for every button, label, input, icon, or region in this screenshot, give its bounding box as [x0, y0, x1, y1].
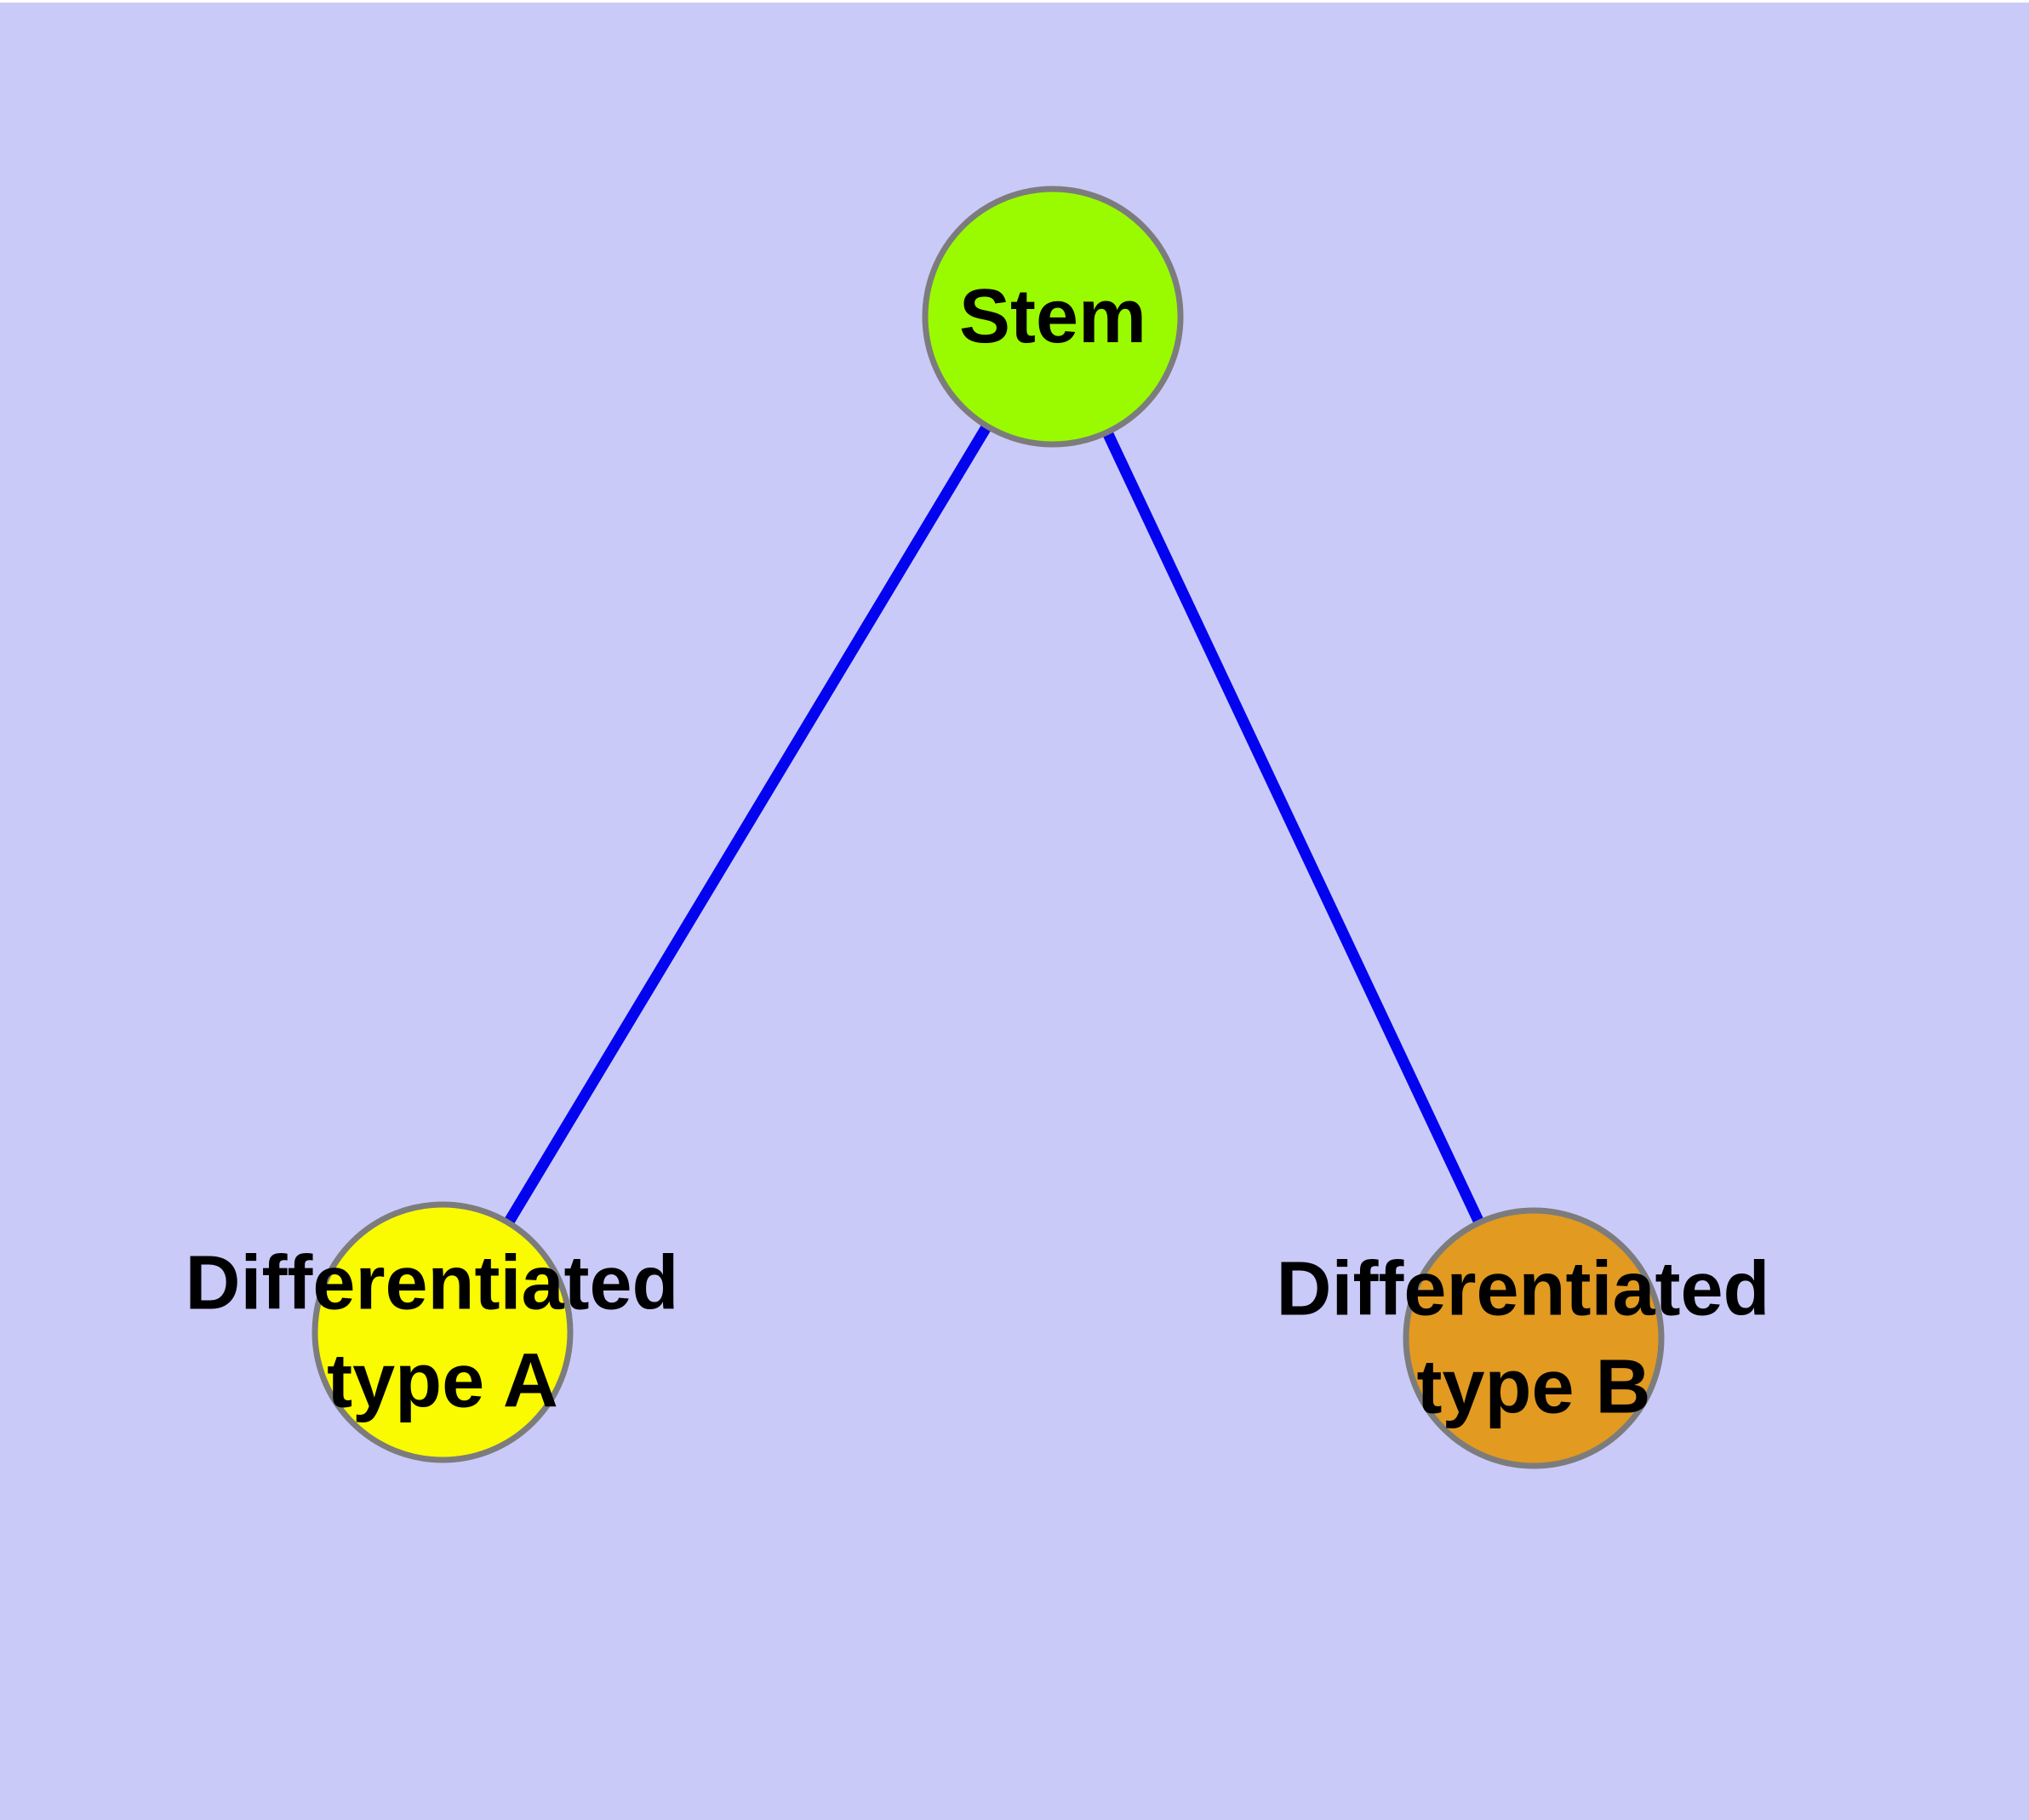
- edge-stem-to-type-b: [1048, 314, 1539, 1341]
- edge-stem-to-type-a: [437, 313, 1058, 1336]
- node-stem-label-line-1: Stem: [959, 274, 1146, 359]
- node-type-b-label: Differentiated type B: [1276, 1247, 1791, 1430]
- node-type-b-label-line-2: type B: [1416, 1345, 1650, 1430]
- node-stem-circle: [922, 186, 1184, 448]
- node-type-a-circle: [311, 1201, 574, 1463]
- node-type-a-label-line-1: Differentiated: [185, 1241, 678, 1326]
- node-stem-label: Stem: [959, 274, 1146, 359]
- node-type-a-label: Differentiated type A: [185, 1241, 700, 1424]
- node-type-b-circle: [1403, 1207, 1665, 1469]
- node-type-a-label-line-2: type A: [327, 1339, 558, 1424]
- node-type-b-label-line-1: Differentiated: [1276, 1247, 1769, 1332]
